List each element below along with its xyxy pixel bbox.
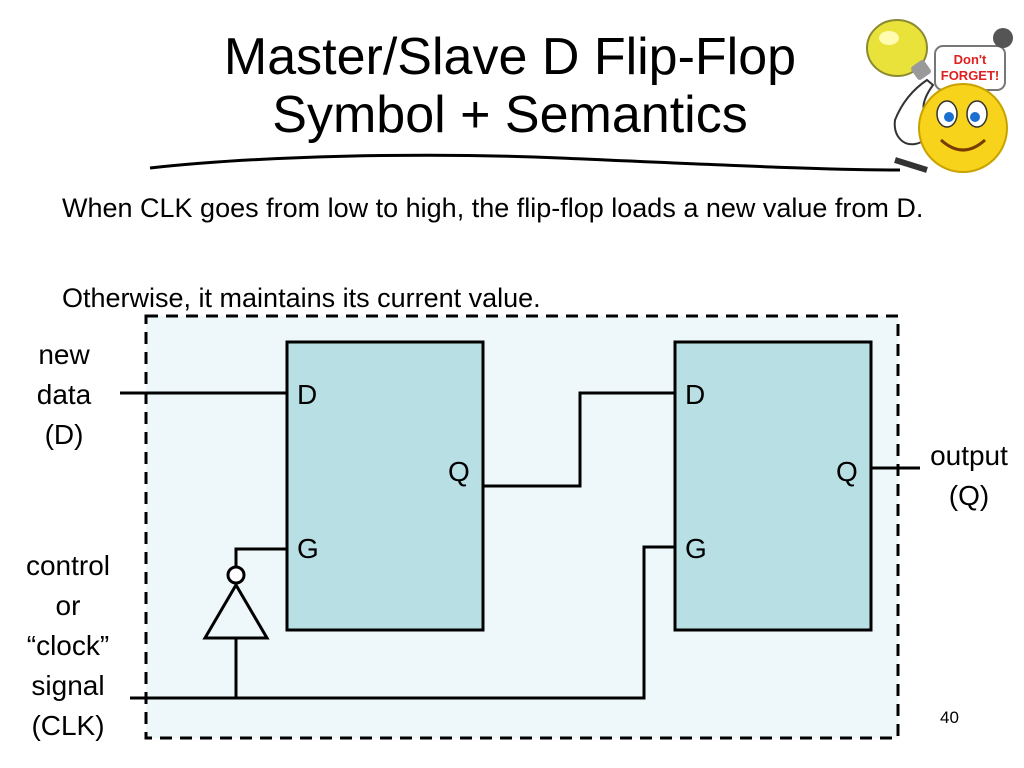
clock-signal-label: control or “clock” signal (CLK) <box>6 546 130 746</box>
pen-icon <box>894 157 928 173</box>
inverter-bubble <box>226 565 246 585</box>
slave-latch <box>673 340 873 632</box>
input-data-label: new data (D) <box>18 335 110 455</box>
lightbulb-base <box>911 60 931 80</box>
slave-pin-g: G <box>685 533 707 564</box>
bullet-1: When CLK goes from low to high, the flip… <box>62 193 924 223</box>
input-data-label-line: (D) <box>44 419 84 450</box>
clock-label-line: control <box>25 550 111 581</box>
output-label: output (Q) <box>916 436 1022 516</box>
wire-master-q-to-slave-d <box>483 391 675 488</box>
input-data-label-line: data <box>36 379 92 410</box>
sign-text-line-2: FORGET! <box>941 68 1000 83</box>
output-label-line: output <box>930 440 1008 471</box>
master-pin-g: G <box>297 533 319 564</box>
clock-label-line: or <box>55 590 81 621</box>
clock-label-line: signal <box>31 670 105 701</box>
sign-pin <box>993 28 1013 48</box>
output-label-line: (Q) <box>948 480 990 511</box>
wire-clock <box>130 545 675 700</box>
slide-title-line-2: Symbol + Semantics <box>272 86 748 144</box>
slave-pin-d: D <box>685 379 705 410</box>
bullet-2: Otherwise, it maintains its current valu… <box>62 283 541 313</box>
left-pupil <box>944 112 954 122</box>
slide-title-line-1: Master/Slave D Flip-Flop <box>223 28 797 86</box>
master-pin-q: Q <box>448 456 470 487</box>
clock-label-line: “clock” <box>26 630 110 661</box>
dont-forget-smiley-icon: Don't FORGET! <box>866 19 1013 173</box>
smile <box>939 138 987 152</box>
master-pin-d: D <box>297 379 317 410</box>
sign-text-line-1: Don't <box>954 52 987 67</box>
clock-label-line: (CLK) <box>31 710 105 741</box>
clock-inverter <box>202 582 270 640</box>
title-underline <box>149 153 901 172</box>
slide-title: Master/Slave D Flip-Flop Symbol + Semant… <box>120 28 900 144</box>
page-number: 40 <box>940 708 959 727</box>
right-pupil <box>970 112 980 122</box>
input-data-label-line: new <box>38 339 90 370</box>
lightbulb-highlight <box>879 31 899 45</box>
slave-pin-q: Q <box>836 456 858 487</box>
